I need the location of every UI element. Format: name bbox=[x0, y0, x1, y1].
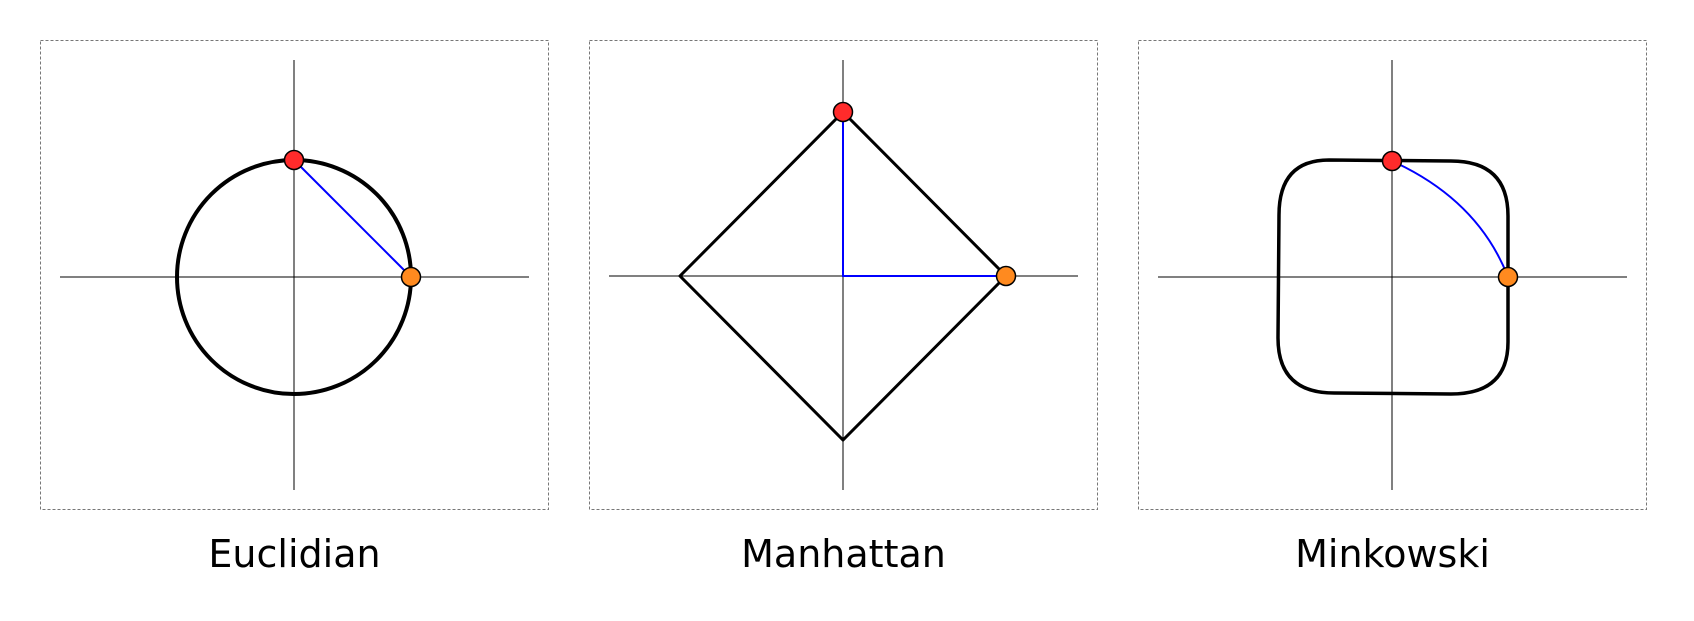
manhattan-diagram bbox=[589, 40, 1098, 510]
unit-superellipse bbox=[1276, 158, 1510, 396]
start-point bbox=[1381, 150, 1403, 172]
panel-frame bbox=[1138, 40, 1647, 510]
minkowski-diagram bbox=[1138, 40, 1647, 510]
start-point bbox=[832, 101, 854, 123]
start-point bbox=[283, 149, 305, 171]
euclidean-panel bbox=[40, 40, 549, 510]
manhattan-caption: Manhattan bbox=[741, 532, 946, 576]
euclidean-caption: Euclidian bbox=[208, 532, 381, 576]
distance-path bbox=[1391, 160, 1509, 278]
euclidean-diagram bbox=[40, 40, 549, 510]
end-point bbox=[400, 266, 422, 288]
distance-path bbox=[842, 112, 1006, 277]
end-point bbox=[1497, 266, 1519, 288]
distance-path bbox=[293, 159, 412, 278]
panel-frame bbox=[589, 40, 1098, 510]
panel-frame bbox=[40, 40, 549, 510]
minkowski-panel bbox=[1138, 40, 1647, 510]
minkowski-caption: Minkowski bbox=[1295, 532, 1490, 576]
manhattan-panel bbox=[589, 40, 1098, 510]
end-point bbox=[995, 265, 1017, 287]
unit-diamond bbox=[677, 109, 1009, 443]
